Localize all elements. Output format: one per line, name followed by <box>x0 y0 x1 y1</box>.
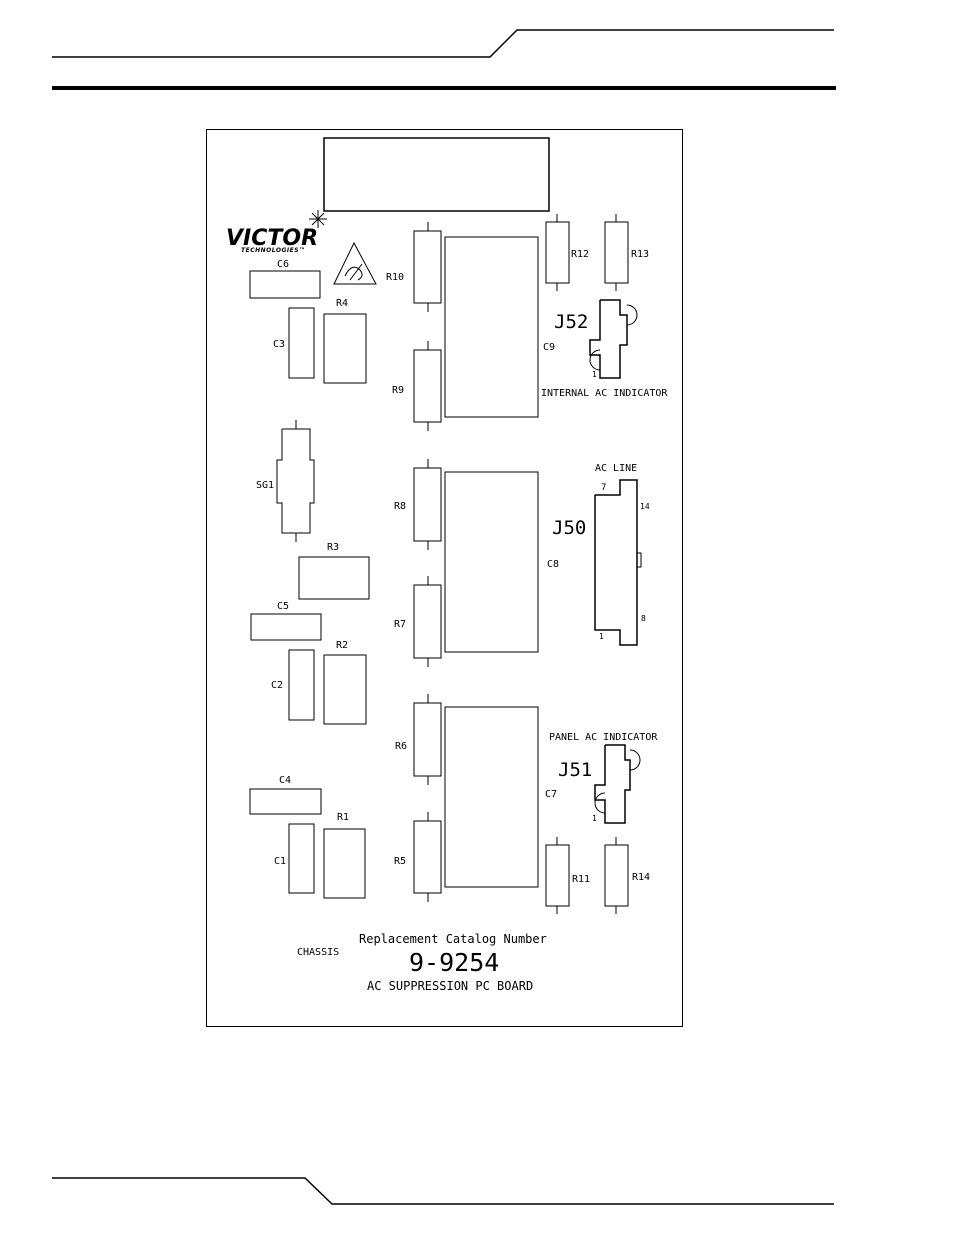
j52-connector <box>590 300 637 378</box>
esd-warning-icon <box>334 243 376 284</box>
r12-body <box>546 214 569 291</box>
c7-body <box>445 707 538 887</box>
j50-title: AC LINE <box>595 463 637 474</box>
label-r12: R12 <box>571 249 589 260</box>
label-r2: R2 <box>336 640 348 651</box>
label-c2: C2 <box>271 680 283 691</box>
label-c3: C3 <box>273 339 285 350</box>
label-j52: J52 <box>554 311 588 333</box>
label-c6: C6 <box>277 259 289 270</box>
label-r7: R7 <box>394 619 406 630</box>
r14-body <box>605 837 628 914</box>
r2-body <box>324 655 366 724</box>
label-r5: R5 <box>394 856 406 867</box>
j50-connector <box>595 480 641 645</box>
label-r6: R6 <box>395 741 407 752</box>
label-r13: R13 <box>631 249 649 260</box>
j50-pin7: 7 <box>601 483 606 493</box>
r5-body <box>414 812 441 902</box>
r10-body <box>414 222 441 312</box>
r3-body <box>299 557 369 599</box>
label-c7: C7 <box>545 789 557 800</box>
c1-body <box>289 824 314 893</box>
r8-body <box>414 459 441 550</box>
j52-title: INTERNAL AC INDICATOR <box>541 388 668 399</box>
label-j51: J51 <box>558 759 592 781</box>
label-r9: R9 <box>392 385 404 396</box>
c2-body <box>289 650 314 720</box>
label-sg1: SG1 <box>256 480 274 491</box>
label-r10: R10 <box>386 272 404 283</box>
label-r14: R14 <box>632 872 650 883</box>
logo-subtext: TECHNOLOGIES™ <box>241 247 306 254</box>
j50-pin1: 1 <box>599 632 604 641</box>
j52-pin1: 1 <box>592 370 597 379</box>
label-r4: R4 <box>336 298 348 309</box>
chassis-label: CHASSIS <box>297 947 339 958</box>
r1-body <box>324 829 365 898</box>
r4-body <box>324 314 366 383</box>
c9-body <box>445 237 538 417</box>
r11-body <box>546 837 569 914</box>
r6-body <box>414 694 441 785</box>
catalog-heading: Replacement Catalog Number <box>359 932 547 946</box>
label-c8: C8 <box>547 559 559 570</box>
top-block <box>324 138 549 211</box>
c5-body <box>251 614 321 640</box>
board-name: AC SUPPRESSION PC BOARD <box>367 979 533 993</box>
c6-body <box>250 271 320 298</box>
label-r8: R8 <box>394 501 406 512</box>
j51-title: PANEL AC INDICATOR <box>549 732 658 743</box>
c8-body <box>445 472 538 652</box>
sg1-body <box>277 429 314 533</box>
catalog-number: 9-9254 <box>409 948 499 977</box>
r7-body <box>414 576 441 667</box>
c4-body <box>250 789 321 814</box>
c3-body <box>289 308 314 378</box>
r9-body <box>414 341 441 431</box>
j51-connector <box>595 745 640 823</box>
label-c1: C1 <box>274 856 286 867</box>
label-c5: C5 <box>277 601 289 612</box>
r13-body <box>605 214 628 291</box>
label-c9: C9 <box>543 342 555 353</box>
label-r1: R1 <box>337 812 349 823</box>
label-j50: J50 <box>552 517 586 539</box>
j51-pin1: 1 <box>592 814 597 823</box>
label-r3: R3 <box>327 542 339 553</box>
j50-pin8: 8 <box>641 614 646 623</box>
victor-logo: VICTOR TECHNOLOGIES™ <box>226 210 327 254</box>
j50-pin14: 14 <box>640 502 650 511</box>
label-c4: C4 <box>279 775 291 786</box>
label-r11: R11 <box>572 874 590 885</box>
